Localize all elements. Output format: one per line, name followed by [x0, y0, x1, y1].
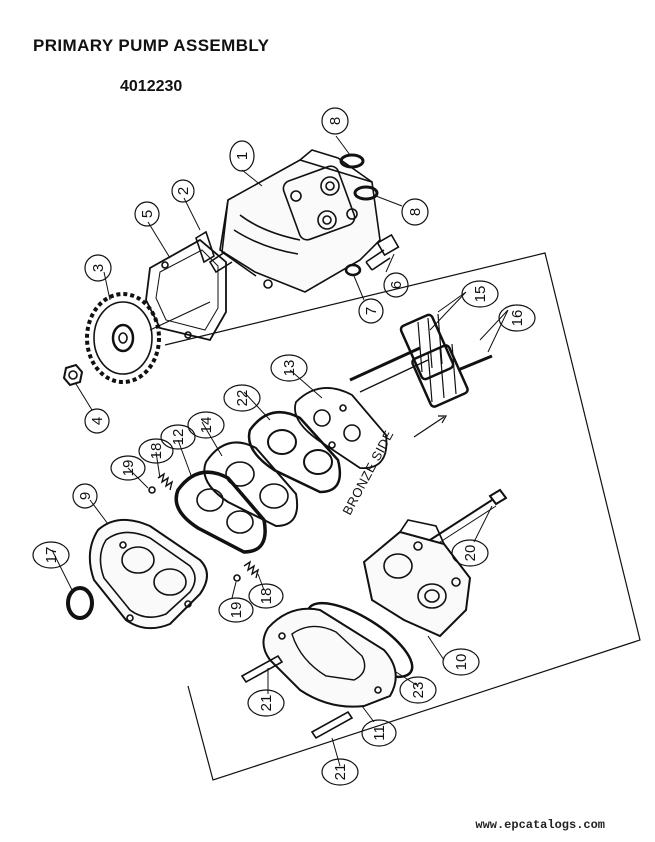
svg-text:21: 21	[332, 764, 349, 781]
callout-21a: 21	[247, 689, 285, 717]
drive-gear	[85, 292, 211, 384]
o-ring-upper	[339, 153, 365, 169]
callout-23: 23	[399, 676, 437, 704]
dowel-pin-upper	[240, 654, 284, 684]
svg-text:3: 3	[90, 264, 107, 272]
callout-1: 1	[229, 140, 255, 172]
svg-text:BRONZE SIDE: BRONZE SIDE	[339, 428, 396, 518]
pump-body	[208, 149, 381, 293]
drive-gear-shaft	[349, 313, 455, 393]
assembly-boundary-line	[164, 252, 641, 781]
check-ball-lower	[233, 574, 241, 582]
diaphragm-seal	[174, 470, 267, 554]
svg-text:2: 2	[175, 187, 192, 195]
svg-text:20: 20	[462, 545, 479, 562]
callout-15: 15	[461, 280, 499, 308]
leader-lines	[51, 135, 509, 767]
dowel-pin	[195, 230, 215, 264]
svg-text:8: 8	[407, 208, 424, 216]
callout-17: 17	[32, 541, 70, 569]
callout-11: 11	[361, 719, 397, 747]
callout-4: 4	[84, 408, 110, 434]
callout-6: 6	[383, 272, 409, 298]
page-title: PRIMARY PUMP ASSEMBLY	[33, 36, 270, 55]
svg-text:7: 7	[363, 307, 380, 315]
callout-2: 2	[171, 179, 195, 203]
svg-text:19: 19	[120, 460, 137, 477]
callout-7: 7	[358, 298, 384, 324]
bolt	[365, 233, 400, 271]
callout-18b: 18	[248, 583, 284, 609]
driven-gear-shaft	[411, 343, 493, 408]
arrow-icon	[413, 415, 448, 438]
svg-text:13: 13	[281, 360, 298, 377]
svg-text:12: 12	[170, 429, 187, 446]
seal-plate	[247, 410, 342, 494]
callout-3: 3	[84, 254, 112, 282]
callout-16: 16	[498, 304, 536, 332]
callout-5: 5	[134, 201, 160, 227]
svg-text:18: 18	[258, 588, 275, 605]
svg-text:22: 22	[234, 390, 251, 407]
watermark-url: www.epcatalogs.com	[475, 818, 605, 832]
svg-text:17: 17	[43, 547, 60, 564]
callout-8a: 8	[321, 107, 349, 135]
bronze-side-label: BRONZE SIDE	[339, 428, 396, 518]
callout-10: 10	[442, 648, 480, 676]
o-ring-lower	[353, 185, 379, 201]
svg-text:6: 6	[388, 281, 405, 289]
callout-9: 9	[72, 483, 98, 509]
front-cover	[88, 519, 208, 630]
svg-text:1: 1	[234, 152, 251, 160]
dowel-pin-lower	[310, 710, 354, 740]
spring-upper	[157, 472, 174, 491]
svg-text:11: 11	[371, 725, 388, 741]
svg-text:8: 8	[327, 117, 344, 125]
shaft-seal	[66, 586, 94, 620]
gear-housing	[262, 607, 397, 708]
svg-text:4: 4	[89, 417, 106, 425]
svg-text:16: 16	[509, 310, 526, 327]
through-bolt	[429, 488, 508, 547]
callout-19a: 19	[110, 455, 146, 481]
callout-12: 12	[160, 424, 196, 450]
svg-text:14: 14	[198, 417, 215, 434]
svg-text:21: 21	[258, 695, 275, 712]
callout-22: 22	[223, 384, 261, 412]
part-number: 4012230	[120, 78, 183, 95]
callout-21b: 21	[321, 758, 359, 786]
svg-text:23: 23	[410, 682, 427, 699]
svg-text:5: 5	[139, 210, 156, 218]
callout-19b: 19	[218, 597, 254, 623]
svg-text:19: 19	[228, 602, 245, 619]
svg-text:10: 10	[453, 654, 470, 671]
check-ball-upper	[148, 486, 156, 494]
callout-13: 13	[270, 354, 308, 382]
wear-plate-gasket	[203, 441, 298, 528]
callout-8b: 8	[401, 198, 429, 226]
svg-text:9: 9	[77, 492, 94, 500]
rear-housing	[362, 519, 472, 638]
hex-nut	[62, 363, 84, 387]
svg-text:18: 18	[148, 443, 165, 460]
svg-text:15: 15	[472, 286, 489, 303]
washer	[344, 263, 362, 277]
callout-18a: 18	[138, 438, 174, 464]
spring-lower	[243, 560, 260, 579]
callout-20: 20	[451, 539, 489, 567]
thrust-plate	[294, 387, 388, 469]
gasket	[145, 238, 227, 342]
callout-14: 14	[187, 411, 225, 439]
